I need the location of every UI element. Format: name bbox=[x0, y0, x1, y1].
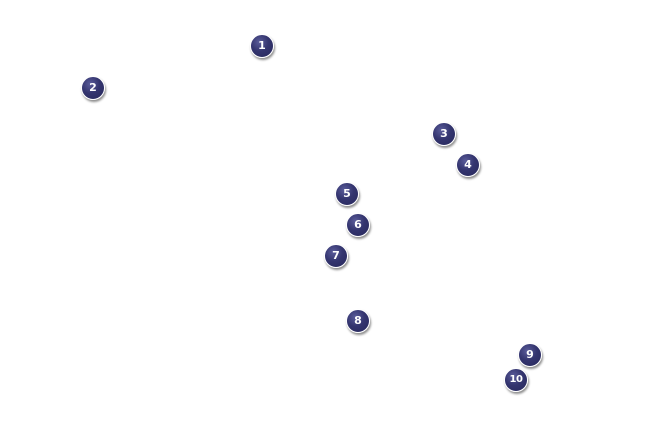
map-marker-5[interactable]: 5 bbox=[335, 182, 359, 206]
map-marker-1[interactable]: 1 bbox=[250, 34, 274, 58]
map-marker-8[interactable]: 8 bbox=[346, 309, 370, 333]
map-marker-4[interactable]: 4 bbox=[456, 153, 480, 177]
map-marker-10[interactable]: 10 bbox=[504, 368, 528, 392]
map-marker-7[interactable]: 7 bbox=[324, 244, 348, 268]
map-marker-2[interactable]: 2 bbox=[81, 76, 105, 100]
map-marker-6[interactable]: 6 bbox=[346, 213, 370, 237]
map-marker-9[interactable]: 9 bbox=[518, 343, 542, 367]
map-marker-3[interactable]: 3 bbox=[432, 122, 456, 146]
